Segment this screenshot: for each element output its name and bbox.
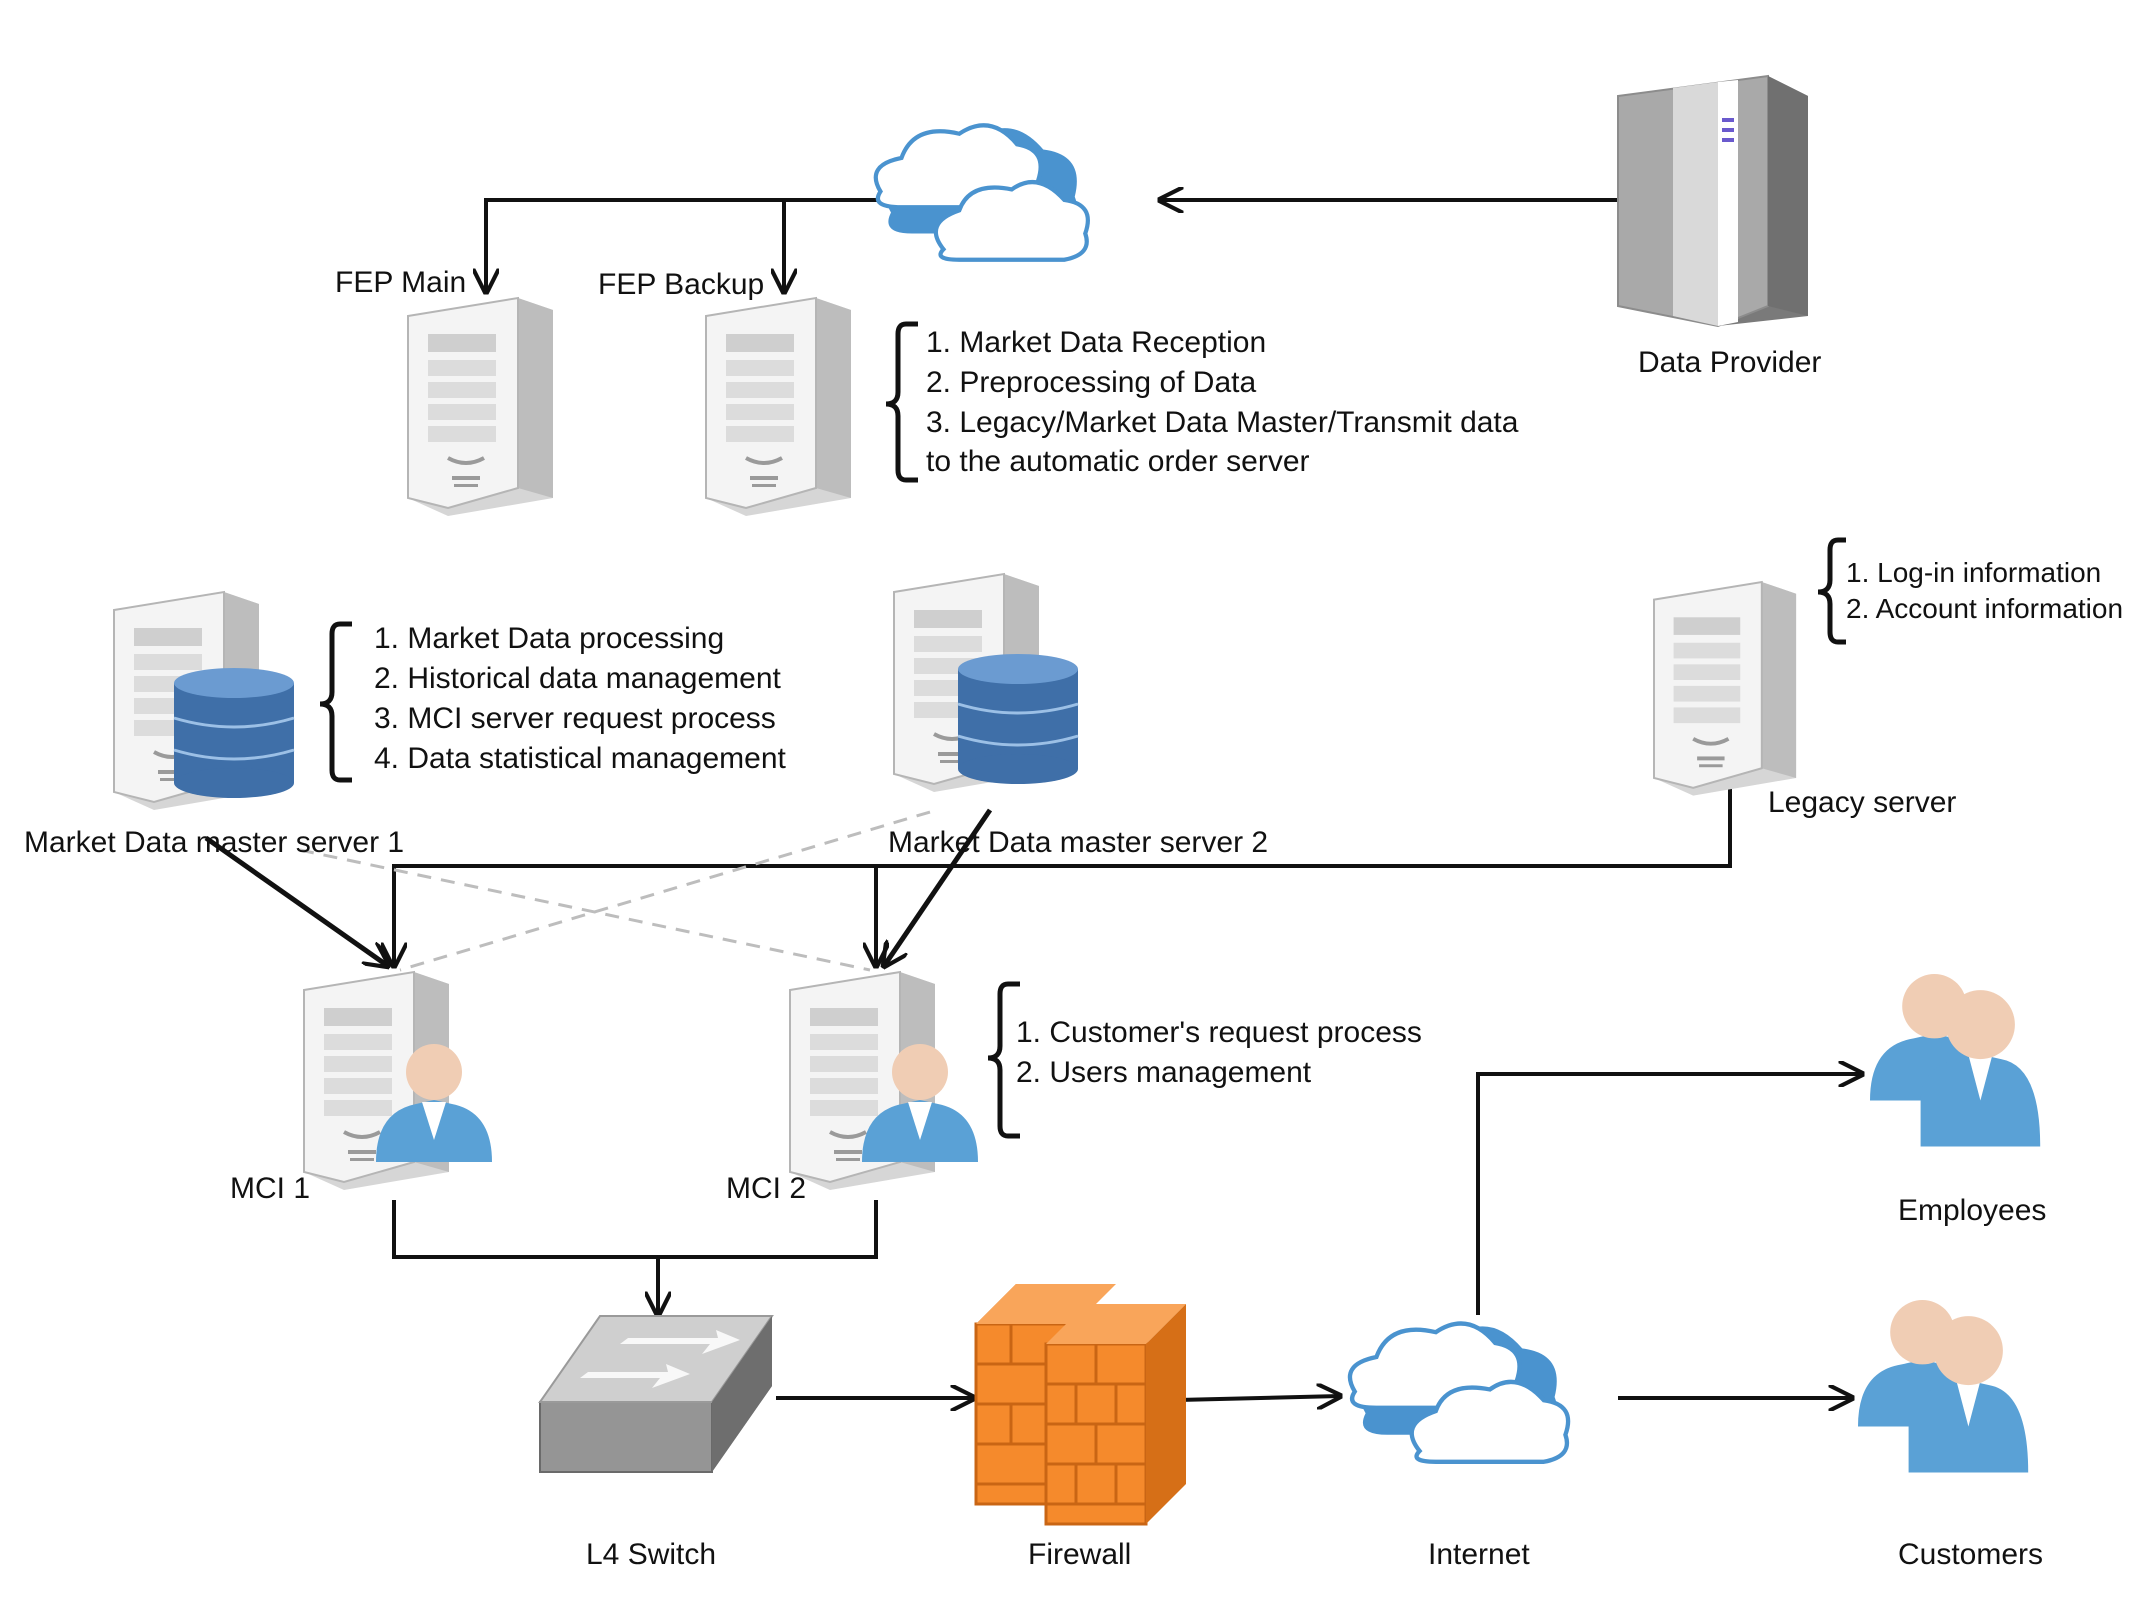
edge-master1-mci1 <box>204 835 388 966</box>
md-master-1-database-icon <box>172 666 296 800</box>
mci-note-line-2: 2. Users management <box>1016 1056 1312 1089</box>
label-customers: Customers <box>1898 1538 2043 1571</box>
label-l4-switch: L4 Switch <box>586 1538 716 1571</box>
edge-legacy-bus <box>394 768 1732 966</box>
internet-cloud-icon <box>1350 1324 1568 1462</box>
legacy-note-line-2: 2. Account information <box>1846 593 2123 624</box>
label-md-master-1: Market Data master server 1 <box>24 826 404 859</box>
fep-backup-server-icon <box>704 296 853 518</box>
fep-note-line-3: 3. Legacy/Market Data Master/Transmit da… <box>926 406 1519 439</box>
l4-switch-icon <box>538 1315 774 1473</box>
label-md-master-2: Market Data master server 2 <box>888 826 1268 859</box>
label-mci-1: MCI 1 <box>230 1172 310 1205</box>
label-fep-backup: FEP Backup <box>598 268 764 301</box>
cloud-icon <box>876 125 1088 259</box>
fep-note-brace <box>885 321 918 483</box>
label-internet: Internet <box>1428 1538 1530 1571</box>
legacy-note-brace <box>1817 537 1846 645</box>
md-master-2-database-icon <box>956 652 1080 786</box>
md-master-note-line-3: 3. MCI server request process <box>374 702 776 735</box>
md-master-note-brace <box>319 621 352 783</box>
edge-firewall-internet <box>1177 1396 1340 1400</box>
edge-mci-switch <box>392 1200 878 1259</box>
edge-master2-mci2 <box>884 808 993 966</box>
edge-cloud-fep <box>486 198 880 292</box>
legacy-server-icon <box>1652 580 1799 798</box>
label-mci-2: MCI 2 <box>726 1172 806 1205</box>
label-data-provider: Data Provider <box>1638 346 1821 379</box>
data-provider-server-icon <box>1617 74 1808 328</box>
mci-note-line-1: 1. Customer's request process <box>1016 1016 1422 1049</box>
customers-icon <box>1858 1300 2029 1473</box>
fep-main-server-icon <box>406 296 555 518</box>
fep-note-line-4: to the automatic order server <box>926 445 1310 478</box>
label-fep-main: FEP Main <box>335 266 466 299</box>
md-master-note-line-1: 1. Market Data processing <box>374 622 724 655</box>
edge-dashed-master1-mci2 <box>299 848 871 972</box>
legacy-note-line-1: 1. Log-in information <box>1846 557 2101 588</box>
md-master-note-line-2: 2. Historical data management <box>374 662 782 695</box>
md-master-note-line-4: 4. Data statistical management <box>374 742 787 775</box>
label-firewall: Firewall <box>1028 1538 1131 1571</box>
label-legacy-server: Legacy server <box>1768 786 1956 819</box>
firewall-icon <box>974 1284 1186 1526</box>
fep-note-line-1: 1. Market Data Reception <box>926 326 1266 359</box>
fep-note-line-2: 2. Preprocessing of Data <box>926 366 1256 399</box>
edge-dashed-master2-mci1 <box>399 810 931 972</box>
label-employees: Employees <box>1898 1194 2046 1227</box>
mci-note-brace <box>987 981 1020 1139</box>
edge-internet-employees <box>1476 1074 1862 1315</box>
employees-icon <box>1870 974 2041 1147</box>
